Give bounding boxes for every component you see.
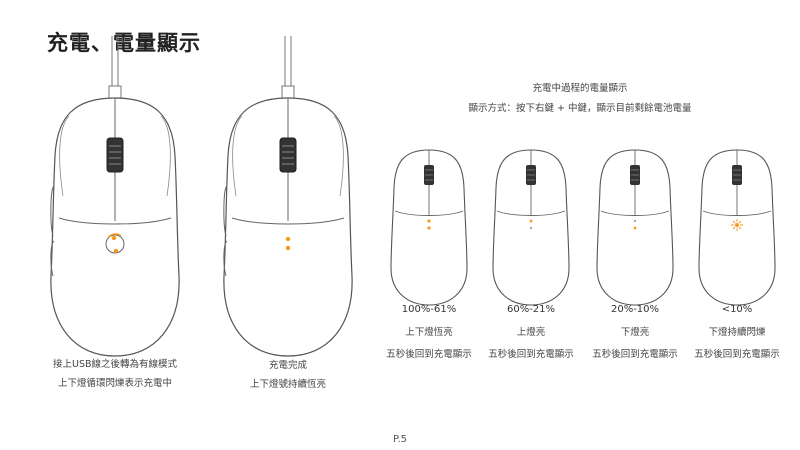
level-range: 100%-61% <box>401 304 457 315</box>
complete-caption-1: 充電完成 <box>268 360 307 371</box>
mouse-level-under-10 <box>698 149 776 306</box>
mouse-level-20-10 <box>596 149 674 306</box>
level-range: <10% <box>721 304 753 315</box>
page-number: P.5 <box>392 434 407 445</box>
level-note: 五秒後回到充電顯示 <box>694 349 780 360</box>
level-method: 顯示方式：按下右鍵 + 中鍵，顯示目前剩餘電池電量 <box>468 103 692 114</box>
level-note: 五秒後回到充電顯示 <box>592 349 678 360</box>
level-light: 上下燈恆亮 <box>405 327 453 338</box>
mouse-charge-complete <box>223 35 353 357</box>
level-note: 五秒後回到充電顯示 <box>488 349 574 360</box>
level-range: 20%-10% <box>610 304 660 315</box>
wired-caption-2: 上下燈循環閃爍表示充電中 <box>57 378 172 389</box>
level-note: 五秒後回到充電顯示 <box>386 349 472 360</box>
complete-caption-2: 上下燈號持續恆亮 <box>249 379 326 390</box>
mouse-level-100-61 <box>390 149 468 306</box>
wired-caption-1: 接上USB線之後轉為有線模式 <box>52 359 177 370</box>
level-light: 上燈亮 <box>516 327 546 338</box>
level-light: 下燈亮 <box>620 327 650 338</box>
level-light: 下燈持續閃爍 <box>708 327 766 338</box>
mouse-level-60-21 <box>492 149 570 306</box>
level-range: 60%-21% <box>506 304 556 315</box>
mouse-wired-charging <box>50 35 180 357</box>
page-title: 充電、電量顯示 <box>47 31 201 55</box>
level-heading: 充電中過程的電量顯示 <box>532 83 628 94</box>
